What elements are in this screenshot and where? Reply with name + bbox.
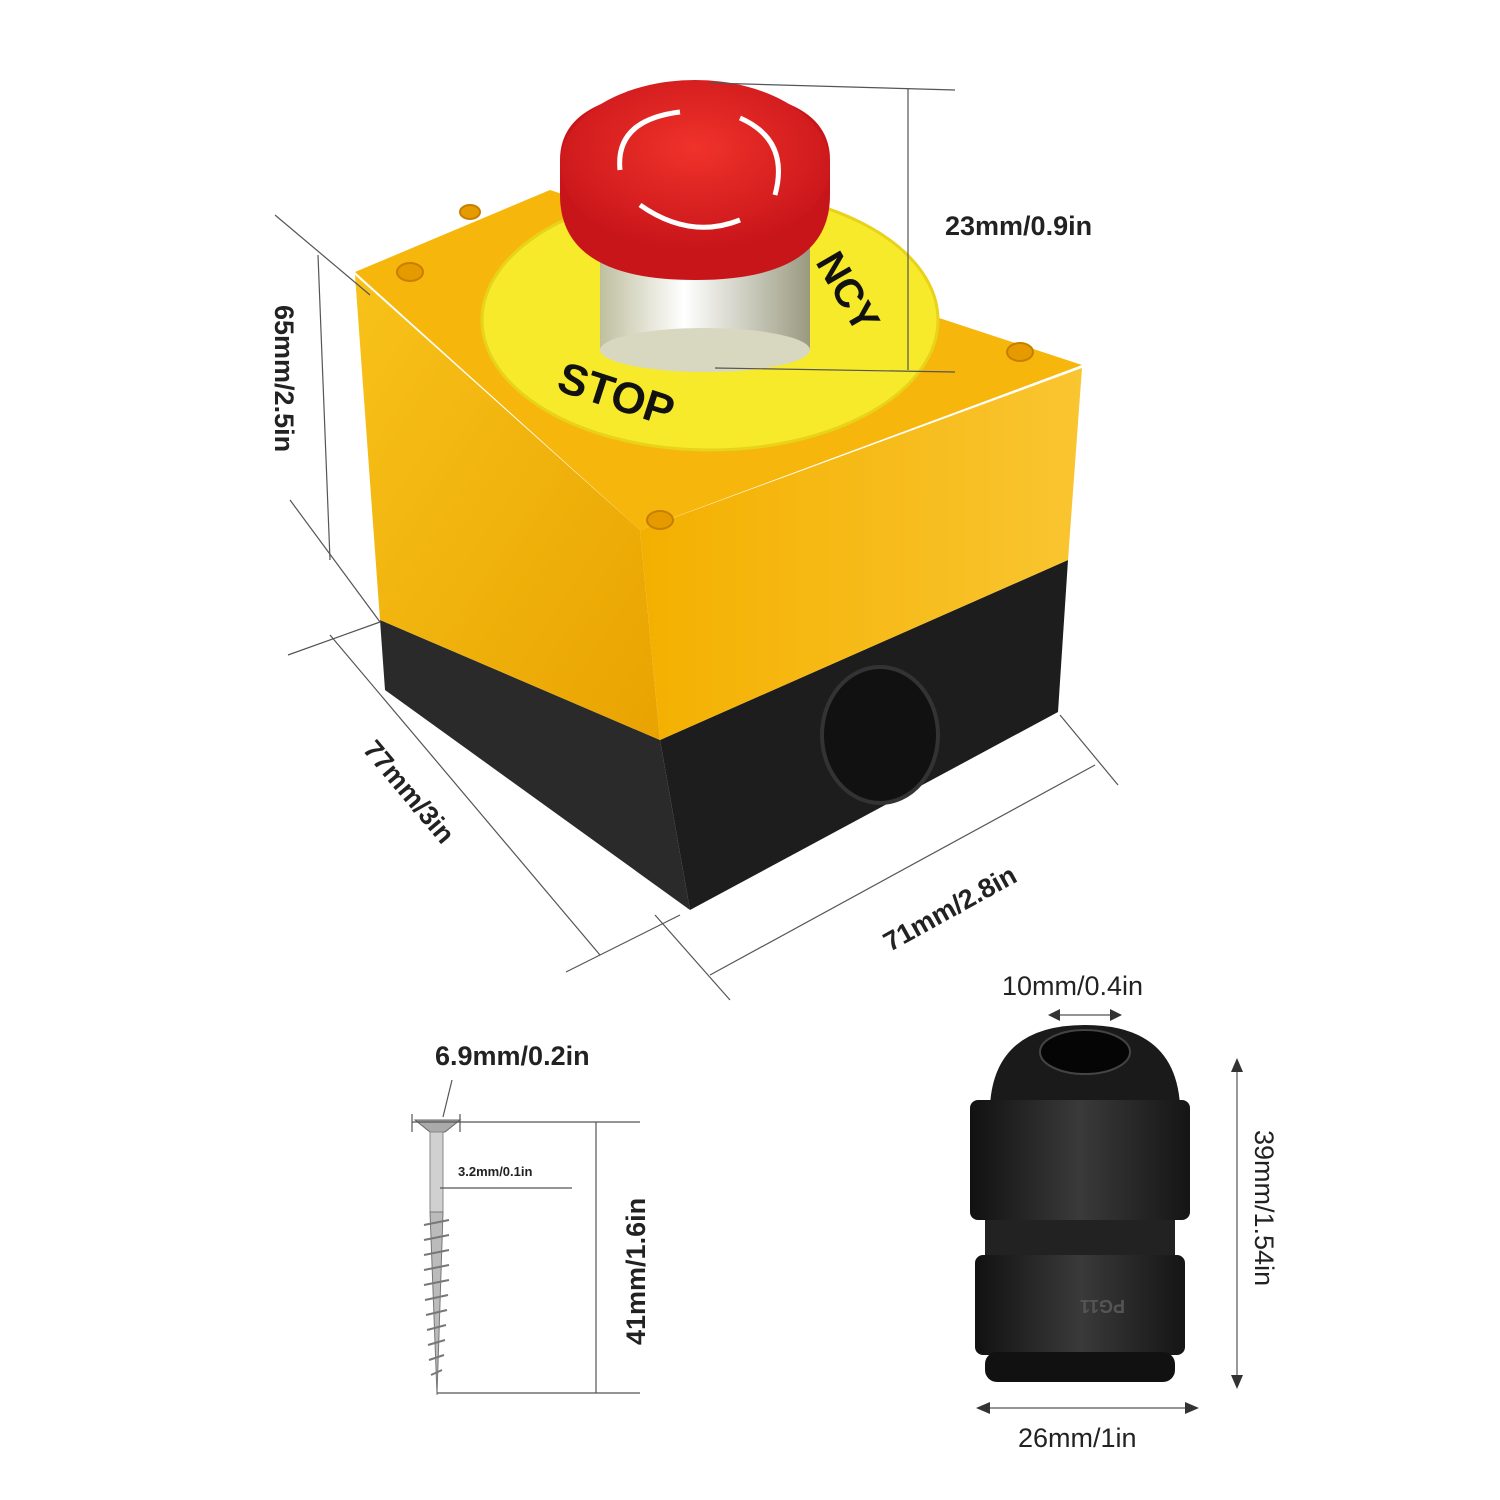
button-stem-base: [600, 328, 810, 372]
gland-body-hex: [975, 1255, 1185, 1355]
box-black-left-face: [380, 620, 690, 910]
red-button-cap: [560, 80, 830, 250]
gland-seal-ring: [985, 1352, 1175, 1382]
box-width-dimension: 71mm/2.8in: [878, 860, 1021, 958]
screw-head: [413, 1119, 462, 1133]
cable-gland: PG11: [970, 1009, 1243, 1414]
emergency-stop-box: STOP NCY: [355, 80, 1082, 910]
gland-hex-nut: [970, 1100, 1190, 1220]
gland-hole-dimension: 10mm/0.4in: [1002, 971, 1143, 1001]
screw: [411, 1079, 640, 1396]
screw-shank-dimension: 3.2mm/0.1in: [458, 1164, 532, 1179]
gland-thread: [985, 1220, 1175, 1260]
dimension-arrowheads: [976, 1009, 1243, 1414]
rotate-arrows-icon: [617, 109, 781, 230]
gland-width-dimension: 26mm/1in: [1018, 1423, 1137, 1453]
box-depth-dimension: 77mm/3in: [357, 735, 460, 850]
box-dimension-lines: [274, 82, 1119, 1001]
screw-hole-icons: [396, 204, 1034, 530]
screw-length-dimension: 41mm/1.6in: [621, 1198, 651, 1345]
screw-thread-lines: [423, 1219, 450, 1376]
box-yellow-left-face: [355, 275, 660, 740]
button-height-dimension: 23mm/0.9in: [945, 211, 1092, 241]
gland-hole: [1039, 1029, 1131, 1075]
box-height-dimension: 65mm/2.5in: [269, 305, 299, 452]
screw-thread: [429, 1211, 444, 1396]
cable-entry-knockout: [820, 665, 940, 805]
screw-head-dimension: 6.9mm/0.2in: [435, 1041, 590, 1071]
gland-marking: PG11: [1080, 1296, 1125, 1316]
box-yellow-right-face: [640, 368, 1082, 740]
gland-height-dimension: 39mm/1.54in: [1249, 1130, 1279, 1286]
screw-shank: [429, 1131, 444, 1213]
